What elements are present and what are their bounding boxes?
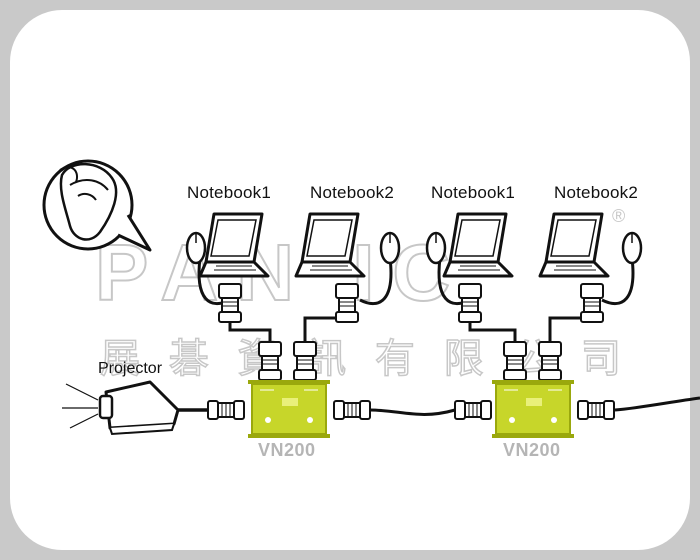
mouse-icon	[379, 231, 401, 265]
switch-model-label: VN200	[503, 440, 561, 460]
projector-icon	[62, 380, 180, 436]
notebook-label: Notebook2	[310, 183, 395, 202]
vga-connector-icon	[503, 341, 527, 381]
laptop-icon	[198, 212, 270, 278]
laptop-icon	[538, 212, 610, 278]
kvm-switch-icon	[492, 380, 574, 438]
vga-connector-icon	[207, 400, 245, 420]
notebook-label: Notebook2	[554, 183, 639, 202]
vga-connector-icon	[454, 400, 492, 420]
switch-model-label: VN200	[258, 440, 316, 460]
vga-connector-icon	[458, 283, 482, 323]
vga-connector-icon	[293, 341, 317, 381]
watermark-brand: PAN IC	[95, 228, 468, 317]
vga-connector-icon	[538, 341, 562, 381]
vga-connector-icon	[580, 283, 604, 323]
watermark-chinese: 展 碁 資 訊 有 限 公 司	[100, 336, 629, 382]
kvm-switch-icon	[248, 380, 330, 438]
notebook-label: Notebook1	[431, 183, 516, 202]
mouse-icon	[185, 231, 207, 265]
mouse-icon	[621, 231, 643, 265]
projector-label: Projector	[98, 360, 163, 377]
mouse-icon	[425, 231, 447, 265]
mouse-in-hand-icon	[42, 159, 152, 252]
vga-connector-icon	[218, 283, 242, 323]
notebook-label: Notebook1	[187, 183, 272, 202]
diagram-frame	[10, 10, 690, 550]
vga-connector-icon	[335, 283, 359, 323]
cables	[175, 257, 700, 416]
vga-connector-icon	[258, 341, 282, 381]
vga-connector-icon	[577, 400, 615, 420]
laptop-icon	[442, 212, 514, 278]
registered-mark: ®	[612, 206, 625, 226]
vga-connector-icon	[333, 400, 371, 420]
laptop-icon	[294, 212, 366, 278]
